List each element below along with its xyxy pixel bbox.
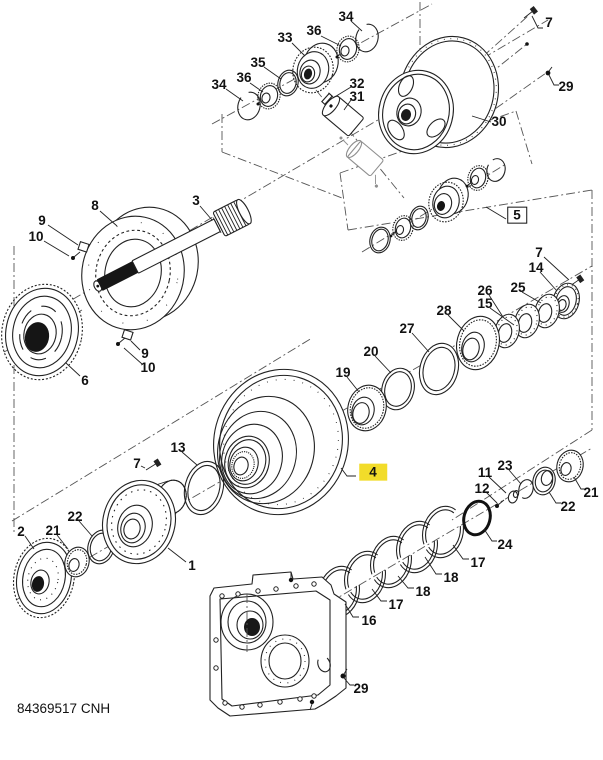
part-1-hub — [102, 479, 187, 565]
part-dowel-dot — [525, 42, 529, 46]
part-10-screw-upper — [71, 251, 81, 260]
document-id: 84369517 CNH — [17, 701, 111, 716]
part-15-disc — [514, 303, 540, 339]
part-27-ring — [418, 342, 460, 396]
part-32-pin — [321, 92, 334, 106]
part-housing — [209, 571, 347, 717]
part-21-bearing-left — [64, 546, 90, 578]
part-13-seal — [183, 460, 225, 516]
part-4-drum — [213, 368, 349, 516]
part-6-gear — [1, 283, 83, 381]
part-3-shaft — [93, 198, 252, 292]
part-5-subassembly — [369, 158, 506, 254]
part-34-snap-ring — [237, 91, 261, 121]
part-36-pinion — [256, 82, 281, 110]
part-7-bolt-left — [145, 458, 162, 471]
part-20-ring — [381, 367, 415, 411]
part-23-snap-ring — [518, 479, 534, 499]
part-9-clip-upper — [77, 240, 90, 253]
part-roller-ghost — [339, 136, 384, 188]
part-10-screw-lower — [116, 337, 126, 346]
part-7-bolt-top — [523, 6, 538, 19]
leader-lines — [24, 15, 585, 686]
part-21-bearing-cone — [556, 449, 584, 483]
part-2-gear — [12, 537, 76, 619]
part-33-planet-gear — [292, 42, 339, 94]
part-28-bearing — [455, 315, 501, 371]
part-18-ring-2 — [395, 520, 439, 574]
part-17-ring — [343, 550, 387, 604]
part-29-screw-top — [545, 66, 553, 76]
axis-lines — [3, 2, 593, 621]
part-19-bearing — [347, 384, 387, 432]
part-17-ring-2 — [421, 505, 465, 559]
part-22-bearing-cup — [532, 466, 556, 496]
part-36-pinion-2 — [335, 35, 360, 63]
part-34-snap-ring-2 — [355, 23, 379, 53]
part-12-screw — [495, 499, 505, 508]
part-31-roller — [321, 95, 364, 137]
part-35-thrust-ring — [277, 69, 299, 97]
part-29-screw-housing — [340, 668, 348, 679]
part-18-ring — [369, 535, 413, 589]
part-11-washer-pin — [507, 490, 520, 504]
part-24-o-ring — [462, 499, 492, 537]
part-30-planet-carrier — [378, 35, 500, 155]
part-9-clip-lower — [121, 328, 134, 341]
